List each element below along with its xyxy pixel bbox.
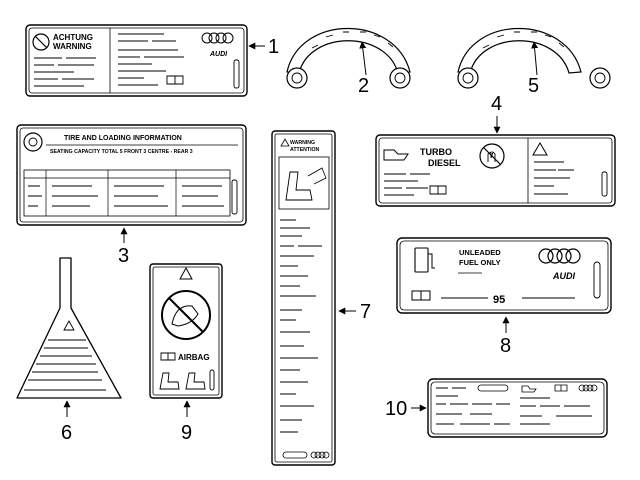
label-4-turbo-diesel-sticker: TURBO DIESEL — [375, 134, 616, 207]
callout-8: 8 — [500, 335, 511, 357]
label-5-arch-sticker — [457, 28, 611, 89]
manual-book-icon — [411, 290, 431, 301]
oil-can-icon — [383, 149, 409, 161]
label-2-arch-sticker — [286, 28, 411, 89]
audi-rings-icon — [578, 384, 598, 392]
label-8-octane: 95 — [493, 294, 505, 306]
audi-rings-icon — [201, 32, 234, 44]
label-1-line1: ACHTUNG — [53, 33, 93, 42]
manual-book-icon — [160, 352, 176, 361]
no-child-seat-icon — [161, 290, 211, 340]
manual-book-icon — [554, 384, 568, 392]
label-3-title: TIRE AND LOADING INFORMATION — [64, 135, 182, 142]
label-6-triangle-sticker — [16, 257, 122, 399]
label-3-tire-info-sticker: TIRE AND LOADING INFORMATION SEATING CAP… — [16, 124, 247, 226]
manual-book-icon — [429, 185, 447, 195]
label-7-tall-sticker: WARNING ATTENTION — [271, 130, 336, 466]
label-4-line2: DIESEL — [428, 158, 461, 168]
fuel-pump-icon — [414, 247, 435, 273]
leader-2 — [359, 41, 367, 76]
callout-1: 1 — [268, 36, 279, 58]
callout-2: 2 — [358, 75, 369, 97]
label-1-warning-sticker: ACHTUNG WARNING AUDI — [25, 24, 248, 97]
seat-occupant-icon — [159, 372, 206, 390]
leader-5 — [531, 41, 539, 76]
label-9-airbag: AIRBAG — [178, 353, 210, 362]
label-8-fuel-sticker: UNLEADED FUEL ONLY AUDI 95 — [396, 237, 612, 314]
label-1-slot — [233, 59, 240, 89]
label-9-airbag-sticker: AIRBAG — [149, 263, 223, 399]
warning-triangle-icon — [280, 138, 290, 147]
callout-6: 6 — [61, 422, 72, 444]
callout-7: 7 — [360, 301, 371, 323]
callout-10: 10 — [385, 398, 407, 420]
label-1-line2: WARNING — [53, 42, 92, 51]
callout-3: 3 — [118, 245, 129, 267]
callout-4: 4 — [491, 93, 502, 115]
callout-5: 5 — [528, 75, 539, 97]
label-10-sticker — [427, 378, 608, 438]
label-3-subtitle: SEATING CAPACITY TOTAL 5 FRONT 3 CENTRE … — [50, 149, 193, 155]
car-seat-icon — [278, 156, 330, 210]
label-8-line1: UNLEADED — [459, 248, 501, 257]
label-7-line2: ATTENTION — [290, 147, 320, 153]
audi-rings-icon — [310, 451, 330, 459]
warning-triangle-icon — [532, 142, 548, 156]
no-entry-icon — [32, 33, 50, 51]
audi-rings-icon — [538, 248, 581, 264]
label-7-line1: WARNING — [290, 140, 315, 146]
warning-triangle-icon — [63, 320, 75, 331]
brand-logo: AUDI — [552, 271, 575, 281]
label-8-line2: FUEL ONLY — [459, 258, 501, 267]
callout-9: 9 — [181, 422, 192, 444]
warning-triangle-icon — [179, 266, 193, 280]
no-touch-icon — [479, 143, 505, 169]
oil-can-icon — [521, 385, 537, 393]
tire-icon — [23, 132, 43, 152]
brand-logo: AUDI — [209, 51, 228, 58]
manual-book-icon — [166, 75, 184, 85]
label-4-line1: TURBO — [420, 147, 452, 157]
